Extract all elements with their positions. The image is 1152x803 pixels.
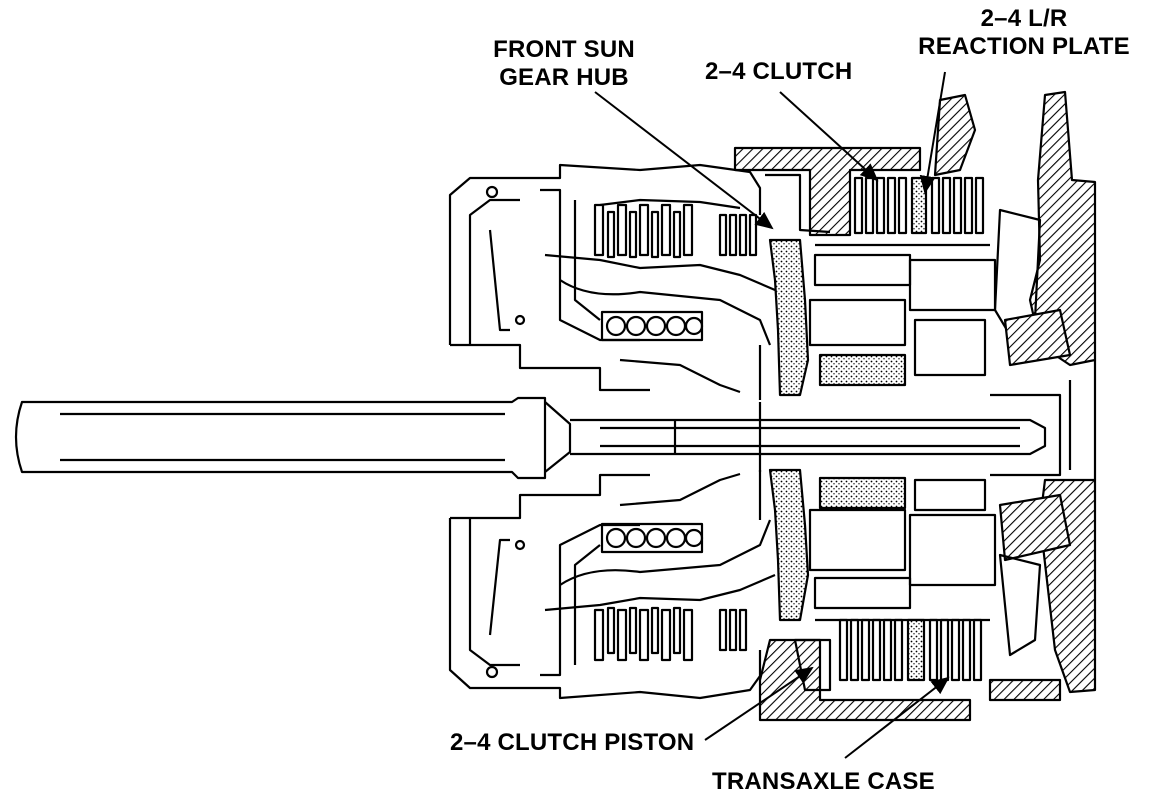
planetary-carrier-lower [808,476,997,622]
piston-springs-lower [600,522,704,554]
label-front-sun-gear-hub-line2: GEAR HUB [499,64,629,91]
label-lr-reaction-plate: 2–4 L/R REACTION PLATE [906,5,1142,61]
planetary-carrier-upper [808,243,997,387]
label-lr-reaction-plate-line1: 2–4 L/R [980,5,1068,32]
piston-springs-upper [600,310,704,342]
label-lr-reaction-plate-line2: REACTION PLATE [918,33,1130,60]
label-2-4-clutch: 2–4 CLUTCH [705,58,853,85]
label-2-4-clutch-piston: 2–4 CLUTCH PISTON [450,729,695,756]
label-transaxle-case: TRANSAXLE CASE [712,768,935,795]
front-clutch-pack-upper [593,203,758,259]
arrow-front-sun-gear-hub [594,91,774,230]
arrow-2-4-clutch [779,91,879,182]
label-front-sun-gear-hub: FRONT SUN GEAR HUB [474,36,654,92]
front-housing-upper [448,163,776,394]
front-sun-gear-hub-part [758,238,810,622]
arrow-transaxle-case [844,676,950,759]
arrow-reaction-plate [919,71,946,194]
leader-arrows [594,71,950,759]
arrow-2-4-clutch-piston [704,666,814,741]
transaxle-case-part [988,90,1097,702]
front-housing-lower [448,472,776,700]
label-front-sun-gear-hub-line1: FRONT SUN [493,36,635,63]
front-clutch-pack-lower [593,606,748,662]
input-shaft [14,396,1047,480]
clutch-2-4-pack-lower [758,618,983,722]
